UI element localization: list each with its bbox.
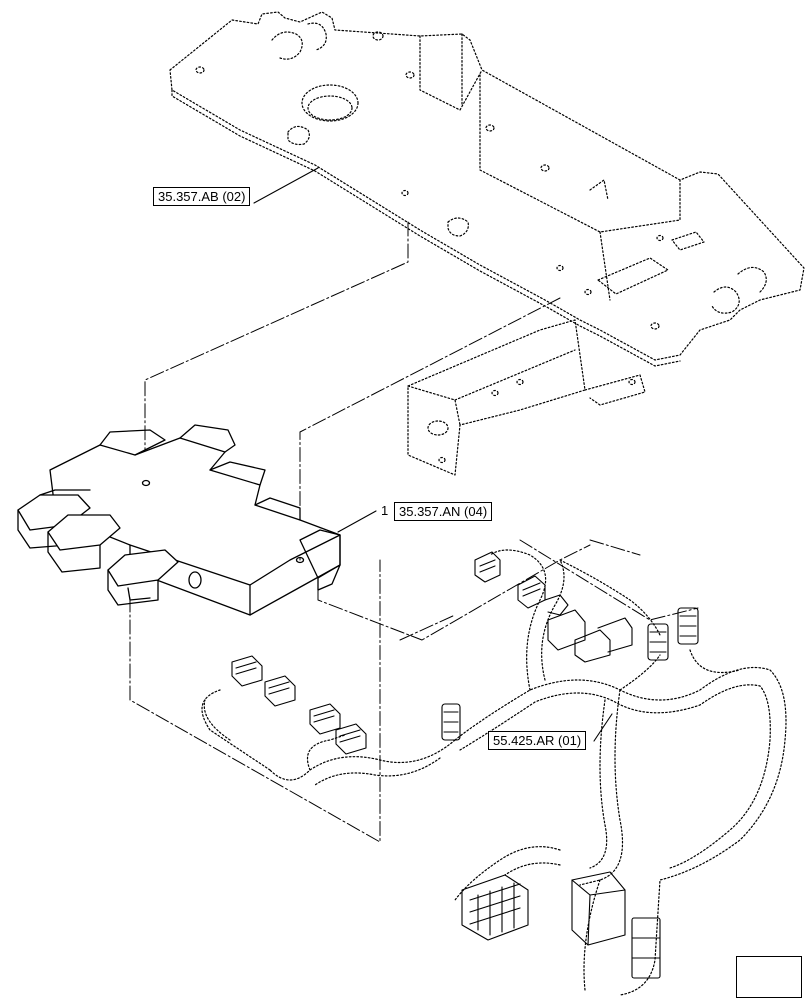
ref-label-module[interactable]: 35.357.AN (04) — [394, 502, 493, 521]
projection-lines — [129, 221, 699, 843]
electronic-module — [17, 424, 341, 616]
item-number-module: 1 — [381, 503, 389, 518]
wire-harness — [201, 549, 787, 996]
leader-lines — [253, 167, 613, 742]
mounting-bracket — [407, 319, 646, 476]
frame-plate — [169, 11, 805, 367]
back-navigation-button[interactable] — [736, 956, 802, 998]
ref-label-frame[interactable]: 35.357.AB (02) — [153, 187, 251, 206]
harness-connectors — [231, 551, 699, 979]
ref-label-harness[interactable]: 55.425.AR (01) — [488, 731, 587, 750]
